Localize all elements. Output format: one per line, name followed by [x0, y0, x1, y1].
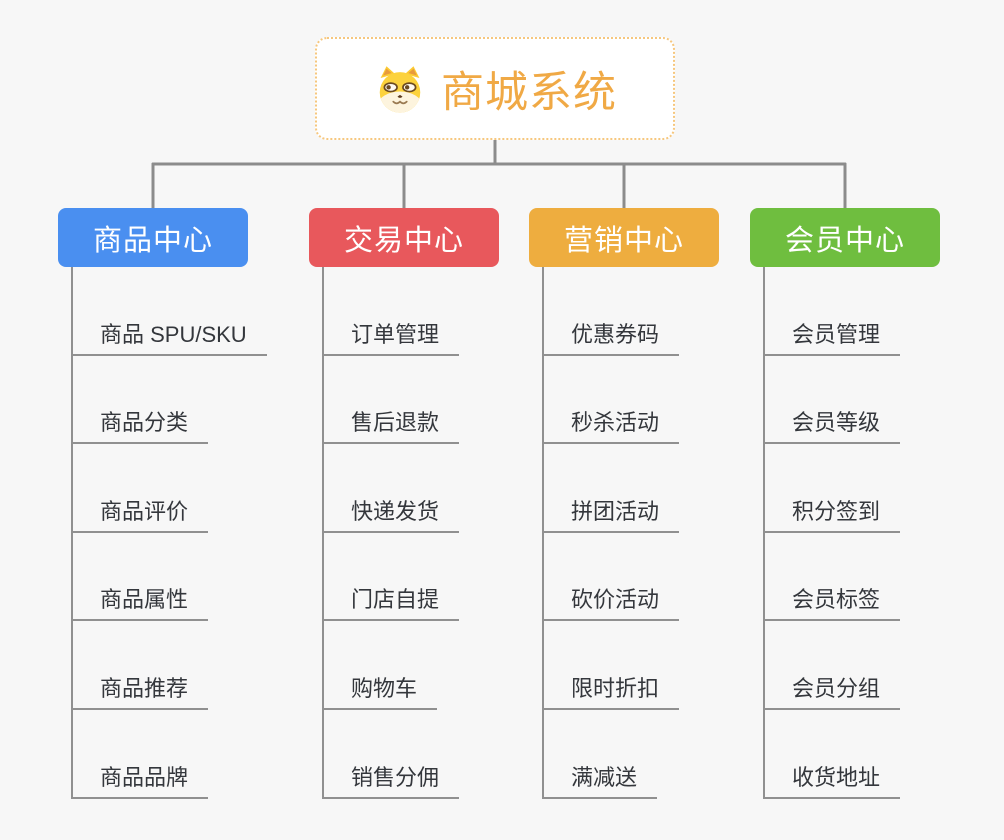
branch-vertical-line [542, 267, 544, 799]
child-row: 订单管理 [323, 267, 499, 356]
child-topic[interactable]: 秒杀活动 [543, 405, 680, 445]
branch-children: 优惠券码 秒杀活动 拼团活动 砍价活动 限时折扣 满减送 [543, 267, 719, 799]
child-row: 满减送 [543, 710, 719, 799]
branch-vertical-line [322, 267, 324, 799]
child-row: 会员管理 [764, 267, 940, 356]
child-row: 拼团活动 [543, 444, 719, 533]
child-topic[interactable]: 商品分类 [72, 405, 209, 445]
child-row: 商品评价 [72, 444, 248, 533]
branch-title: 商品中心 [92, 224, 213, 257]
child-row: 限时折扣 [543, 621, 719, 710]
child-row: 会员分组 [764, 621, 940, 710]
child-row: 商品推荐 [72, 621, 248, 710]
child-row: 会员标签 [764, 533, 940, 622]
child-topic[interactable]: 商品品牌 [72, 760, 209, 799]
child-topic[interactable]: 积分签到 [764, 494, 901, 533]
child-topic[interactable]: 优惠券码 [543, 317, 680, 356]
child-row: 售后退款 [323, 356, 499, 445]
child-row: 积分签到 [764, 444, 940, 533]
child-topic[interactable]: 会员分组 [764, 671, 901, 710]
child-row: 门店自提 [323, 533, 499, 622]
branch-member-center: 会员中心 会员管理 会员等级 积分签到 会员标签 会员分组 收货地址 [750, 208, 940, 799]
branch-title: 营销中心 [563, 224, 684, 257]
child-row: 秒杀活动 [543, 356, 719, 445]
child-topic[interactable]: 会员等级 [764, 405, 901, 445]
branch-header-trade[interactable]: 交易中心 [309, 208, 499, 267]
shiba-dog-icon [373, 64, 427, 114]
child-topic[interactable]: 商品推荐 [72, 671, 209, 710]
branch-title: 交易中心 [343, 224, 464, 257]
child-row: 优惠券码 [543, 267, 719, 356]
child-topic[interactable]: 收货地址 [764, 760, 901, 799]
child-topic[interactable]: 订单管理 [323, 317, 460, 356]
child-row: 商品分类 [72, 356, 248, 445]
child-row: 商品属性 [72, 533, 248, 622]
child-row: 商品 SPU/SKU [72, 267, 267, 356]
child-topic[interactable]: 砍价活动 [543, 582, 680, 622]
child-topic[interactable]: 购物车 [323, 671, 438, 710]
child-row: 砍价活动 [543, 533, 719, 622]
child-row: 收货地址 [764, 710, 940, 799]
child-row: 商品品牌 [72, 710, 248, 799]
branch-marketing-center: 营销中心 优惠券码 秒杀活动 拼团活动 砍价活动 限时折扣 满减送 [529, 208, 719, 799]
branch-children: 订单管理 售后退款 快递发货 门店自提 购物车 销售分佣 [323, 267, 499, 799]
branch-header-marketing[interactable]: 营销中心 [529, 208, 719, 267]
child-topic[interactable]: 商品属性 [72, 582, 209, 622]
branch-header-member[interactable]: 会员中心 [750, 208, 940, 267]
branch-vertical-line [71, 267, 73, 799]
root-node[interactable]: 商城系统 [315, 37, 675, 140]
branch-vertical-line [763, 267, 765, 799]
branch-title: 会员中心 [784, 224, 905, 257]
branch-children: 商品 SPU/SKU 商品分类 商品评价 商品属性 商品推荐 商品品牌 [72, 267, 267, 799]
child-row: 会员等级 [764, 356, 940, 445]
child-topic[interactable]: 售后退款 [323, 405, 460, 445]
branch-product-center: 商品中心 商品 SPU/SKU 商品分类 商品评价 商品属性 商品推荐 商品品牌 [58, 208, 267, 799]
child-topic[interactable]: 限时折扣 [543, 671, 680, 710]
child-topic[interactable]: 快递发货 [323, 494, 460, 533]
root-title: 商城系统 [441, 68, 617, 117]
child-topic[interactable]: 会员标签 [764, 582, 901, 622]
child-topic[interactable]: 拼团活动 [543, 494, 680, 533]
branch-header-product[interactable]: 商品中心 [58, 208, 248, 267]
child-row: 快递发货 [323, 444, 499, 533]
child-topic[interactable]: 商品评价 [72, 494, 209, 533]
branch-children: 会员管理 会员等级 积分签到 会员标签 会员分组 收货地址 [764, 267, 940, 799]
child-topic[interactable]: 门店自提 [323, 582, 460, 622]
child-topic[interactable]: 商品 SPU/SKU [72, 317, 267, 356]
child-row: 购物车 [323, 621, 499, 710]
branch-trade-center: 交易中心 订单管理 售后退款 快递发货 门店自提 购物车 销售分佣 [309, 208, 499, 799]
child-topic[interactable]: 会员管理 [764, 317, 901, 356]
child-topic[interactable]: 满减送 [543, 760, 658, 799]
child-row: 销售分佣 [323, 710, 499, 799]
child-topic[interactable]: 销售分佣 [323, 760, 460, 799]
